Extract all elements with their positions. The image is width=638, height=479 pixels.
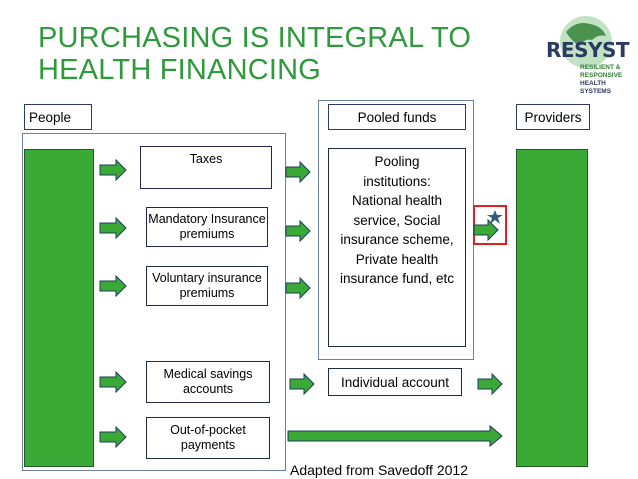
taxes-box: Taxes (140, 146, 272, 189)
arrow-people-oop (99, 425, 127, 449)
savings-label: Medical savings accounts (163, 367, 253, 396)
pooled-funds-label: Pooled funds (357, 109, 437, 125)
taxes-label: Taxes (189, 152, 223, 166)
mandatory-label: Mandatory Insurance premiums (148, 212, 266, 241)
arrow-pool-providers (473, 218, 499, 242)
people-label: People (29, 109, 72, 125)
arrow-individual-providers (477, 372, 503, 396)
people-bar (24, 149, 94, 467)
title-line-1: PURCHASING IS INTEGRAL TO (38, 22, 472, 54)
providers-label: Providers (524, 109, 582, 125)
arrow-people-savings (99, 370, 127, 394)
providers-bar (516, 149, 588, 467)
oop-box: Out-of-pocket payments (146, 417, 270, 459)
resyst-logo: RESYST RESILIENT & RESPONSIVE HEALTH SYS… (540, 12, 632, 102)
arrow-mandatory-pool (285, 219, 311, 243)
pooling-institutions-label: Pooling institutions: National health se… (339, 154, 455, 286)
tagline-line-1: RESILIENT & (580, 64, 621, 71)
mandatory-box: Mandatory Insurance premiums (146, 207, 268, 247)
savings-box: Medical savings accounts (146, 361, 270, 403)
star-icon (487, 210, 503, 224)
logo-tagline: RESILIENT & RESPONSIVE HEALTH SYSTEMS (580, 64, 632, 96)
globe-icon (560, 16, 612, 68)
providers-header: Providers (516, 104, 590, 130)
arrow-oop-providers (287, 424, 503, 448)
people-frame (22, 133, 286, 471)
arrow-taxes-pool (285, 160, 311, 184)
source-caption: Adapted from Savedoff 2012 (290, 462, 468, 478)
arrow-voluntary-pool (285, 276, 311, 300)
logo-wordmark: RESYST (546, 38, 630, 62)
individual-account-box: Individual account (328, 368, 462, 396)
oop-label: Out-of-pocket payments (170, 423, 246, 452)
slide-title: PURCHASING IS INTEGRAL TO HEALTH FINANCI… (38, 22, 478, 86)
individual-account-label: Individual account (340, 374, 450, 390)
people-header: People (24, 104, 92, 130)
arrow-savings-individual (289, 372, 315, 396)
voluntary-box: Voluntary insurance premiums (146, 266, 268, 306)
tagline-line-2: RESPONSIVE (580, 72, 623, 79)
arrow-people-mandatory (99, 216, 127, 240)
pooling-institutions-box: Pooling institutions: National health se… (328, 148, 466, 347)
title-line-2: HEALTH FINANCING (38, 54, 322, 86)
pooled-funds-header: Pooled funds (328, 104, 466, 130)
arrow-people-voluntary (99, 274, 127, 298)
voluntary-label: Voluntary insurance premiums (152, 271, 262, 300)
tagline-line-3: HEALTH SYSTEMS (580, 80, 612, 95)
arrow-people-taxes (99, 158, 127, 182)
